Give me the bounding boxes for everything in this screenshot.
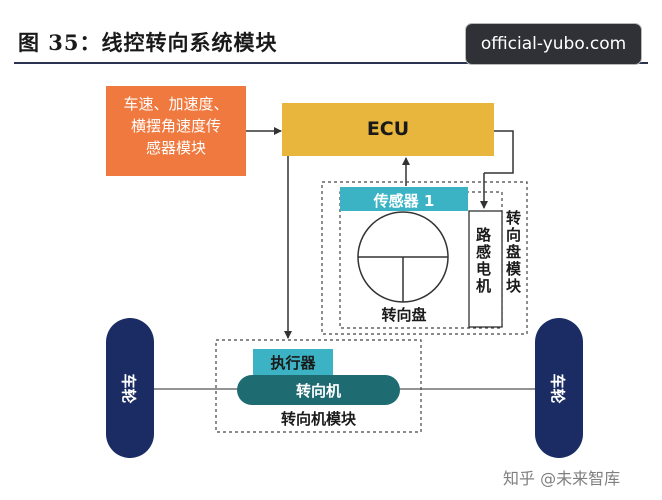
steering-gear-label: 转向机 [295, 382, 341, 400]
watermark-footer: 知乎 @未来智库 [503, 469, 621, 488]
actuator-label: 执行器 [270, 354, 316, 372]
sensor-input-label: 车速、加速度、 横摆角速度传 感器模块 [106, 93, 246, 159]
road-motor-label: 路感电机 [474, 227, 492, 295]
sensor-input-line-1: 车速、加速度、 [123, 95, 229, 113]
page-title: 图 35：线控转向系统模块 [18, 30, 278, 55]
title-divider [14, 62, 648, 64]
right-wheel-label: 车轮 [548, 373, 567, 404]
road-motor-box [468, 210, 503, 328]
right-wheel [535, 318, 583, 458]
ecu-to-road-motor-line [484, 130, 514, 174]
steering-wheel-module-frame [321, 181, 528, 335]
sensor-input-line-3: 感器模块 [145, 139, 206, 157]
sensor-input-line-2: 横摆角速度传 [130, 117, 221, 135]
sensor1-label: 传感器 1 [373, 192, 435, 210]
left-wheel-label: 车轮 [119, 373, 138, 404]
steering-gear-box [237, 375, 400, 405]
steering-wheel-module-label: 转向盘模块 [504, 210, 522, 295]
steering-gear-module-frame [215, 339, 422, 433]
steering-wheel-label: 转向盘 [381, 306, 427, 324]
watermark-badge: official-yubo.com [465, 23, 642, 65]
sensor-input-box [106, 86, 246, 176]
ecu-box [282, 103, 494, 156]
actuator-box [253, 349, 333, 375]
sensor1-box [340, 187, 468, 211]
ecu-label: ECU [366, 118, 410, 140]
steering-gear-module-label: 转向机模块 [280, 410, 356, 428]
left-wheel [106, 318, 154, 458]
